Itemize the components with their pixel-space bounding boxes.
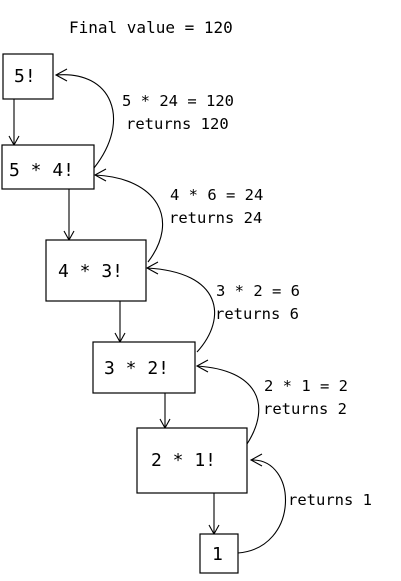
box-5-times-4-factorial: 5 * 4! <box>1 144 95 190</box>
diagram-title: Final value = 120 <box>69 18 233 37</box>
box-5-times-4-factorial-label: 5 * 4! <box>9 160 74 181</box>
return-label-4-expression: 2 * 1 = 2 <box>264 377 348 395</box>
return-arrow-4 <box>195 359 260 445</box>
return-label-5: returns 1 <box>288 491 372 509</box>
box-2-times-1-factorial: 2 * 1! <box>136 427 248 494</box>
box-5-factorial: 5! <box>2 53 54 100</box>
return-label-1-expression: 5 * 24 = 120 <box>122 92 234 110</box>
return-label-4-result: returns 2 <box>263 400 347 418</box>
return-label-2-expression: 4 * 6 = 24 <box>170 186 263 204</box>
return-label-1: 5 * 24 = 120 returns 120 <box>122 92 234 133</box>
return-label-4: 2 * 1 = 2 returns 2 <box>263 377 348 418</box>
call-arrow-2 <box>63 189 75 242</box>
return-label-2-result: returns 24 <box>169 209 262 227</box>
box-base-case-label: 1 <box>212 544 223 565</box>
call-arrow-1 <box>8 99 20 147</box>
box-5-times-4-factorial-frame <box>1 144 95 190</box>
return-label-2: 4 * 6 = 24 returns 24 <box>169 186 263 227</box>
return-arrow-1 <box>54 68 115 169</box>
return-label-5-result: returns 1 <box>288 491 372 509</box>
return-label-1-result: returns 120 <box>126 115 229 133</box>
box-2-times-1-factorial-frame <box>136 427 248 494</box>
box-3-times-2-factorial: 3 * 2! <box>92 341 196 394</box>
box-base-case: 1 <box>199 533 239 574</box>
return-label-3-expression: 3 * 2 = 6 <box>216 282 300 300</box>
return-arrows <box>54 68 287 554</box>
box-base-case-frame <box>199 533 239 574</box>
box-2-times-1-factorial-label: 2 * 1! <box>151 450 216 471</box>
box-4-times-3-factorial-label: 4 * 3! <box>58 261 123 282</box>
call-arrow-4 <box>159 393 171 430</box>
return-arrow-5 <box>237 453 287 554</box>
return-arrow-3 <box>145 261 216 353</box>
return-label-3: 3 * 2 = 6 returns 6 <box>215 282 300 323</box>
box-5-factorial-label: 5! <box>14 66 36 87</box>
box-5-factorial-frame <box>2 53 54 100</box>
box-4-times-3-factorial-frame <box>45 239 147 302</box>
return-arrow-2 <box>93 168 164 263</box>
box-3-times-2-factorial-frame <box>92 341 196 394</box>
box-3-times-2-factorial-label: 3 * 2! <box>104 358 169 379</box>
return-label-3-result: returns 6 <box>215 305 299 323</box>
call-arrow-3 <box>114 301 126 344</box>
call-arrow-5 <box>208 493 220 536</box>
box-4-times-3-factorial: 4 * 3! <box>45 239 147 302</box>
